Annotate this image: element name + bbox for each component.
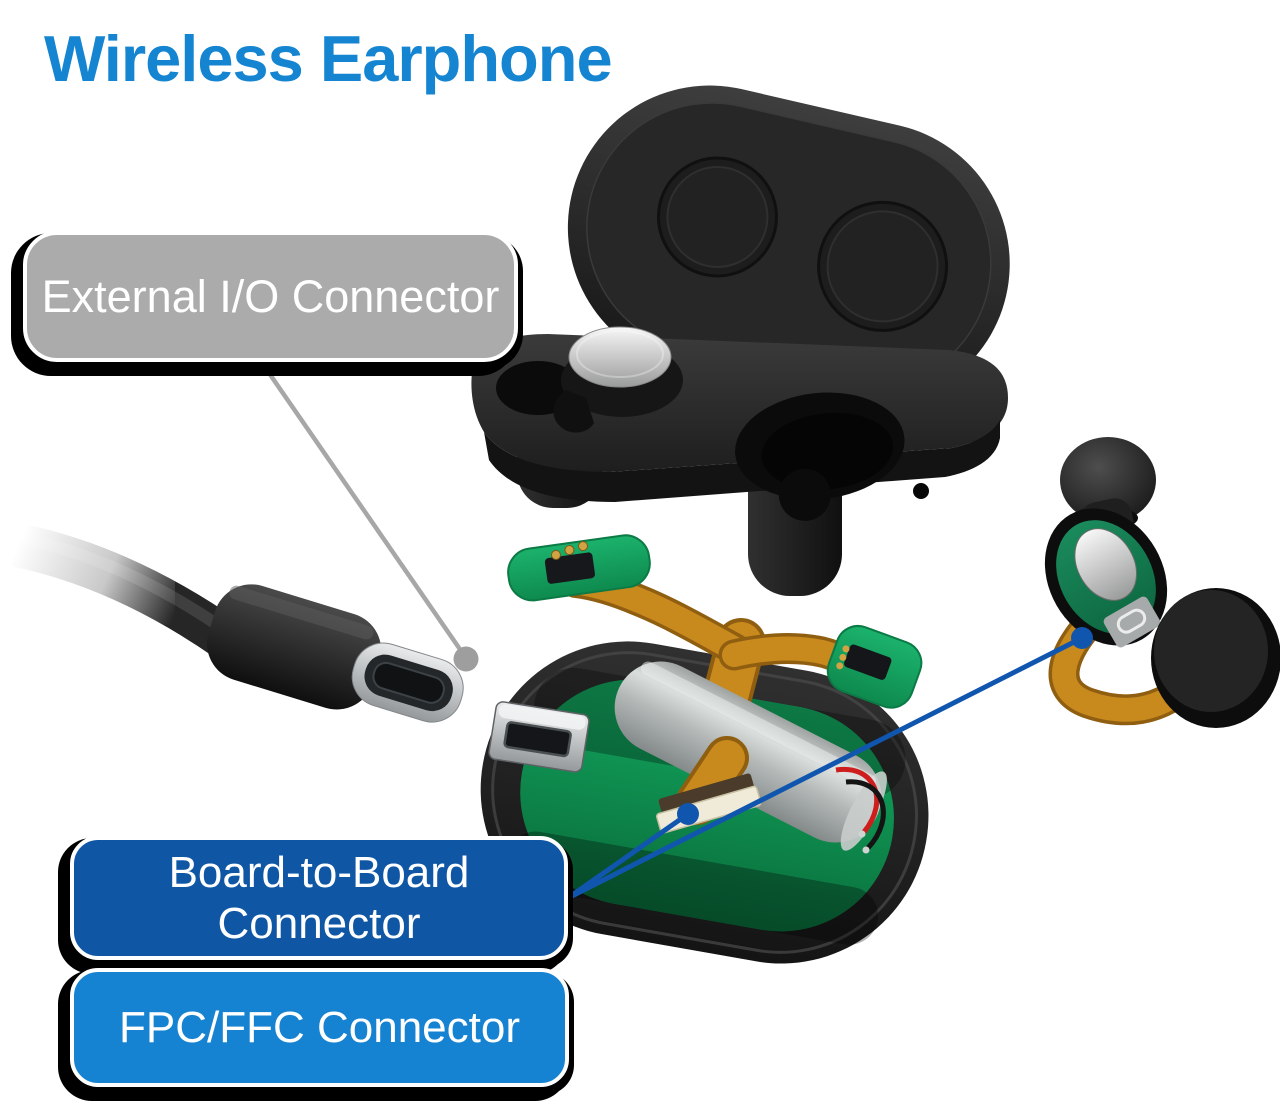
seated-earbud-contact (568, 326, 672, 388)
blue-leader-line-earbud (565, 635, 1085, 901)
battery-wires (835, 766, 886, 854)
earbud-connector-patch (1103, 596, 1161, 648)
usb-c-plug-tip (351, 642, 464, 723)
callout-external-io-label: External I/O Connector (41, 270, 500, 322)
flex-pad-left (507, 534, 651, 602)
usb-c-plug-body (206, 584, 382, 710)
gray-leader-line (258, 358, 468, 660)
callout-board-to-board-line2: Connector (217, 899, 421, 948)
flex-pad-right (826, 625, 923, 709)
tray-pinhole (913, 483, 929, 499)
callout-fpc-ffc: FPC/FFC Connector (70, 968, 569, 1087)
blue-leader-dot-earbud (1071, 627, 1093, 649)
blue-leader-line-fpc (565, 811, 691, 901)
ear-tip (1060, 437, 1156, 523)
earbud-driver (1074, 528, 1138, 601)
blue-leader-dot-fpc (677, 803, 699, 825)
earbud-cap-disc (1151, 588, 1280, 728)
pogo-connector-left (544, 552, 595, 584)
charging-case-lid (567, 85, 1010, 406)
tray-recess-right (735, 392, 905, 521)
io-receptacle (488, 701, 590, 773)
callout-external-io: External I/O Connector (23, 231, 518, 362)
callout-fpc-ffc-label: FPC/FFC Connector (119, 1002, 520, 1052)
pogo-connector-right (844, 644, 892, 680)
callout-board-to-board-line1: Board-to-Board (168, 848, 470, 897)
seated-earbud (553, 326, 683, 433)
earbud-body (1044, 508, 1168, 648)
leader-lines (258, 358, 1093, 901)
earbud-tray (471, 326, 1008, 596)
exploded-earbud (1044, 437, 1280, 728)
callout-board-to-board: Board-to-Board Connector (70, 836, 568, 960)
earbud-flex-cable (1048, 600, 1192, 726)
page-title: Wireless Earphone (44, 22, 613, 95)
gray-leader-dot (453, 646, 479, 672)
usb-c-cable (0, 495, 464, 723)
